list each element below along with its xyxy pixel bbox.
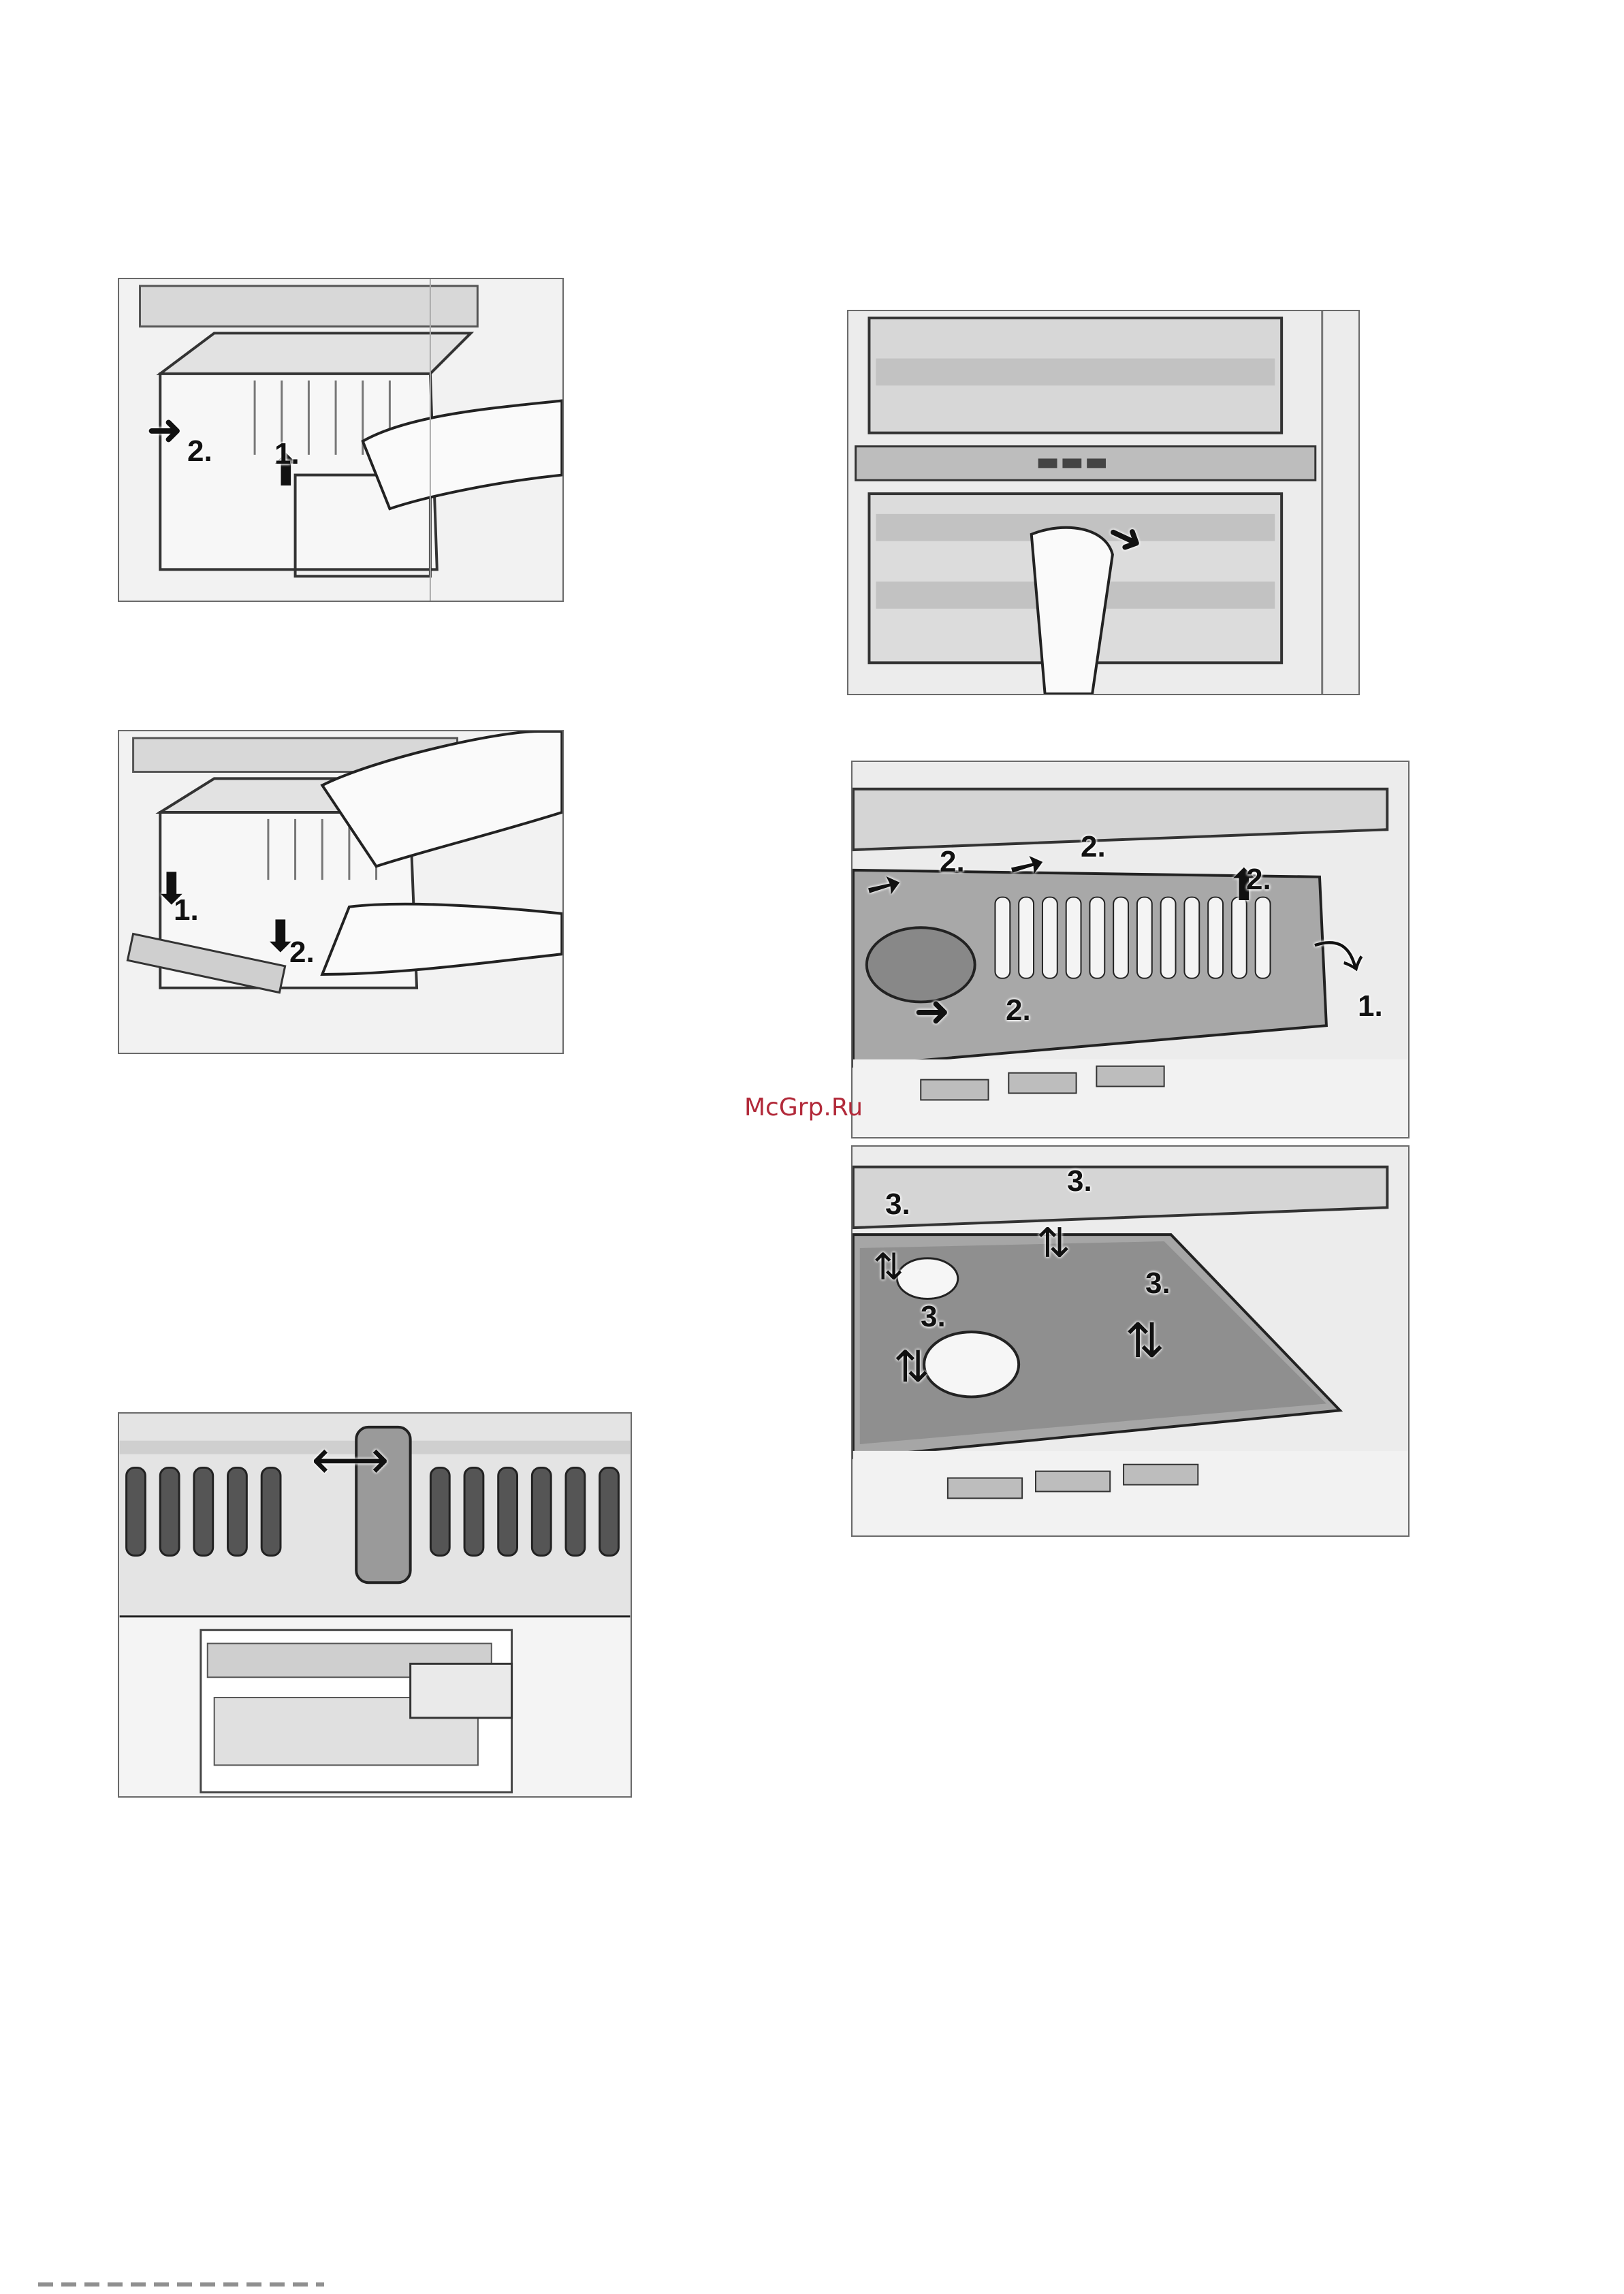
step-label: 2. [1006, 993, 1031, 1027]
footer-marks [38, 2282, 324, 2287]
step-label: 3. [1145, 1267, 1171, 1301]
step-label: 2. [1246, 863, 1271, 897]
figure-vent-slider: ⟷ [118, 1412, 632, 1798]
figure-freezer-drawer: ➜ [847, 310, 1360, 695]
arrow-down-icon: ⇅ [1125, 1317, 1165, 1365]
drawer-remove-illustration [119, 279, 562, 601]
arrow-right-icon: ➜ [146, 409, 183, 452]
watermark: McGrp.Ru [744, 1094, 863, 1121]
figure-grid-shelf-top: ➚ 2. ➚ 2. ⬆ 2. ➜ 2. ⤵ 1. [851, 761, 1410, 1138]
step-label: 3. [1067, 1164, 1092, 1198]
step-label: 2. [289, 936, 315, 970]
step-label: 1. [274, 437, 300, 471]
figure-grid-shelf-bottom: 3. ⇅ 3. ⇅ 3. ⇅ 3. ⇅ [851, 1145, 1410, 1537]
arrow-down-icon: ⇅ [1036, 1223, 1070, 1264]
step-label: 2. [1081, 830, 1106, 864]
step-label: 3. [885, 1188, 910, 1222]
arrow-left-right-icon: ⟷ [311, 1433, 389, 1487]
arrow-right-icon: ➜ [914, 990, 951, 1034]
step-label: 1. [1358, 989, 1383, 1023]
figure-drawer-remove: ➜ 2. ⬆ 1. [118, 278, 564, 602]
freezer-drawer-illustration [848, 311, 1358, 694]
figure-drawer-insert: 1. ⬇ ⬇ 2. [118, 730, 564, 1054]
arrow-down-icon: ⇅ [873, 1249, 904, 1286]
step-label: 2. [940, 845, 965, 879]
arrow-down-icon: ⬇ [153, 867, 190, 911]
arrow-down-icon: ⇅ [893, 1345, 930, 1389]
step-label: 2. [187, 434, 212, 468]
step-label: 3. [921, 1300, 946, 1334]
